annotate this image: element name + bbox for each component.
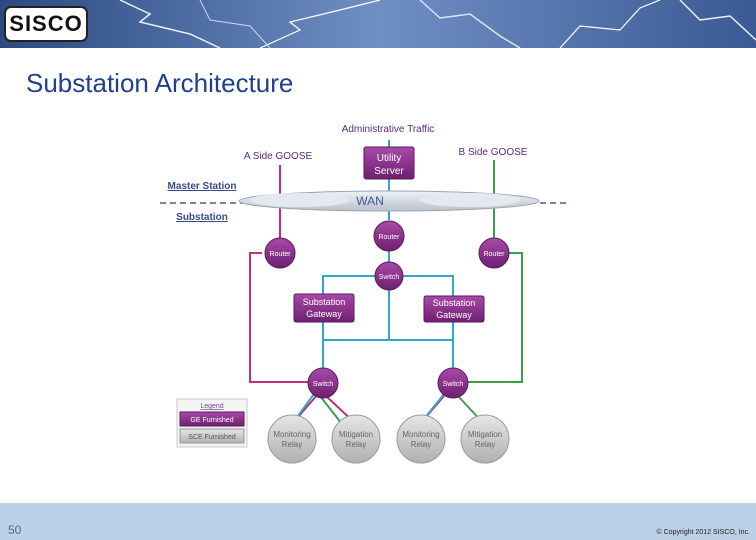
utility-server: Utility Server (363, 146, 415, 180)
label-wan: WAN (356, 194, 384, 208)
relay-1-line1: Monitoring (273, 430, 310, 439)
relay-2-line1: Mitigation (339, 430, 373, 439)
legend-item-sce: SCE Furnished (188, 434, 236, 441)
legend-swatch-ge (179, 411, 245, 427)
switch-right: Switch (437, 367, 469, 399)
gateway-right: Substation Gateway (423, 295, 485, 323)
router-center: Router (373, 220, 405, 252)
switch-top-label: Switch (379, 274, 400, 281)
label-b-side-goose: B Side GOOSE (459, 147, 528, 158)
switch-left-label: Switch (313, 381, 334, 388)
switch-left: Switch (307, 367, 339, 399)
router-right: Router (478, 237, 510, 269)
legend-swatch-sce (179, 428, 245, 444)
relay-monitoring-1: Monitoring Relay (267, 414, 317, 464)
header-banner: SISCO (0, 0, 756, 48)
legend-title: Legend (200, 403, 223, 410)
switch-top: Switch (374, 261, 404, 291)
lightning-background (0, 0, 756, 48)
legend: Legend GE Furnished SCE Furnished (176, 398, 248, 448)
relay-2-line2: Relay (346, 440, 366, 449)
router-center-label: Router (378, 234, 400, 241)
label-a-side-goose: A Side GOOSE (244, 151, 313, 162)
relay-4-line1: Mitigation (468, 430, 502, 439)
relay-1-line2: Relay (282, 440, 302, 449)
relay-monitoring-3: Monitoring Relay (396, 414, 446, 464)
gateway-right-line1: Substation (433, 298, 476, 308)
utility-server-line1: Utility (377, 153, 401, 164)
logo-text: SISCO (9, 11, 83, 36)
page-number: 50 (8, 523, 22, 537)
copyright-text: © Copyright 2012 SISCO, Inc. (656, 529, 750, 536)
gateway-left: Substation Gateway (293, 293, 355, 323)
relay-mitigation-4: Mitigation Relay (460, 414, 510, 464)
router-right-label: Router (483, 251, 505, 258)
label-substation: Substation (176, 212, 228, 223)
gateway-left-line1: Substation (303, 297, 346, 307)
utility-server-line2: Server (374, 166, 404, 177)
label-admin-traffic: Administrative Traffic (342, 124, 435, 135)
footer-bar: 50 © Copyright 2012 SISCO, Inc. (0, 503, 756, 540)
router-left-label: Router (269, 251, 291, 258)
sisco-logo: SISCO (4, 6, 88, 42)
relay-3-line2: Relay (411, 440, 431, 449)
slide-title: Substation Architecture (26, 68, 294, 98)
router-left: Router (264, 237, 296, 269)
label-master-station: Master Station (168, 181, 237, 192)
gateway-right-line2: Gateway (436, 310, 472, 320)
legend-item-ge: GE Furnished (190, 417, 233, 424)
relay-4-line2: Relay (475, 440, 495, 449)
wan-cloud (238, 190, 540, 212)
relay-mitigation-2: Mitigation Relay (331, 414, 381, 464)
switch-right-label: Switch (443, 381, 464, 388)
relay-3-line1: Monitoring (402, 430, 439, 439)
gateway-left-line2: Gateway (306, 309, 342, 319)
